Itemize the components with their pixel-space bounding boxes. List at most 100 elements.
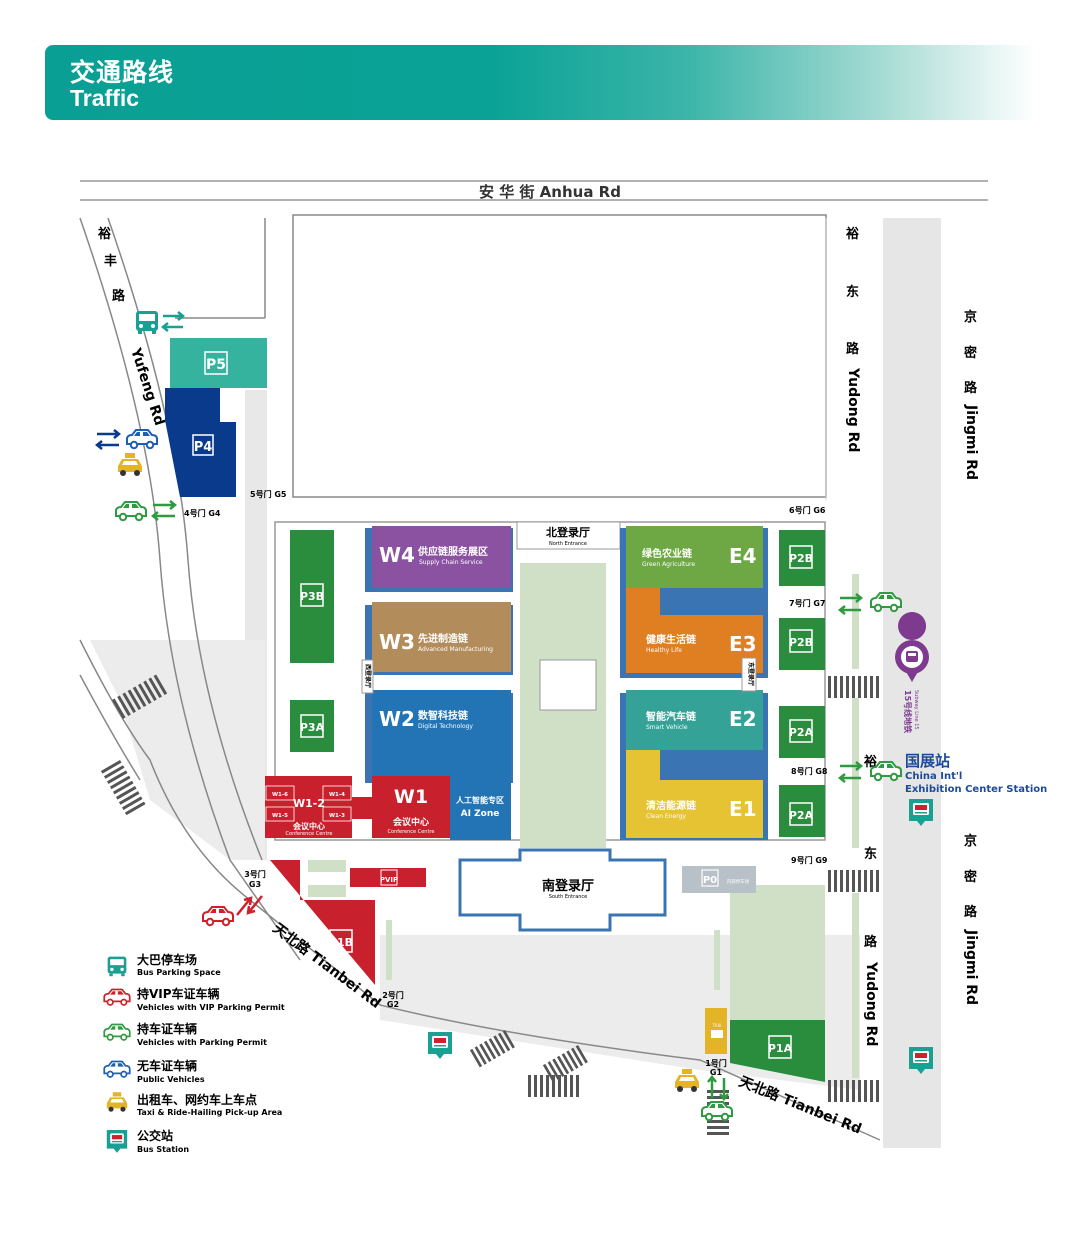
hall-w4 (372, 526, 511, 588)
east-entrance (741, 657, 757, 692)
legend-car-red-icon (103, 988, 131, 1006)
w4-cn: 供应链服务展区 (417, 545, 488, 558)
parking-p3b (290, 530, 334, 663)
hall-e4 (626, 526, 763, 588)
station-name-cn: 国展站 (905, 752, 950, 770)
yufeng-en: Yufeng Rd (127, 345, 167, 427)
parking-pvip (350, 868, 426, 887)
bus-station-south (428, 1032, 452, 1059)
e3-code: E3 (729, 632, 757, 656)
e1-cn: 清洁能源链 (646, 799, 697, 812)
east-entrance-cn: 东登录厅 (747, 662, 755, 686)
crosswalk-west-2 (100, 760, 146, 816)
parking-p2b-north (779, 530, 825, 586)
banner-title-en: Traffic (70, 85, 140, 111)
crosswalk-g9 (828, 870, 879, 892)
p2b-label-1: P2B (789, 552, 813, 565)
gate-g1-en: G1 (710, 1068, 723, 1077)
subway-line-label: 15号线地铁 (903, 690, 913, 733)
vip-car-icon-g3 (202, 906, 234, 927)
yufeng-cn-2: 丰 (104, 253, 117, 269)
permit-car-icon-g4 (115, 501, 147, 522)
vip-entry-g3 (202, 895, 263, 927)
legend-item-taxi: 出租车、网约车上车点 Taxi & Ride-Hailing Pick-up A… (106, 1092, 282, 1117)
banner-title-cn: 交通路线 (70, 58, 175, 87)
jingmi-cn-2: 密 (963, 345, 977, 361)
w1-code: W1 (394, 786, 428, 808)
north-entrance-en: North Entrance (549, 541, 587, 547)
e4-code: E4 (729, 544, 757, 568)
pvip-label: PVIP (380, 876, 398, 884)
permit-entry-g4 (115, 500, 178, 522)
west-plaza (90, 640, 265, 860)
w3-code: W3 (379, 630, 415, 654)
e4-cn: 绿色农业链 (642, 547, 693, 560)
gate-g9: 9号门 G9 (791, 855, 828, 865)
p1b-label: P1B (329, 936, 353, 949)
parking-p2a-south (779, 785, 825, 837)
legend-item-permit: 持车证车辆 Vehicles with Parking Permit (103, 1021, 267, 1047)
p3b-label: P3B (300, 590, 324, 603)
taxi-icon-g1 (675, 1069, 699, 1092)
w4-code: W4 (379, 543, 415, 567)
p2a-label-1: P2A (789, 726, 814, 739)
e1-en: Clean Energy (646, 813, 686, 820)
hall-e2 (626, 690, 763, 750)
legend-1-en: Vehicles with VIP Parking Permit (137, 1003, 285, 1012)
station-name-en-2: Exhibition Center Station (905, 784, 1047, 795)
yudong-cn-2: 东 (846, 284, 859, 300)
taxi-bay-icon: TAXI (711, 1023, 723, 1038)
legend-5-en: Bus Station (137, 1145, 189, 1154)
w2-cn: 数智科技链 (418, 709, 469, 722)
legend-item-public: 无车证车辆 Public Vehicles (103, 1058, 205, 1084)
legend-3-en: Public Vehicles (137, 1075, 205, 1084)
p3a-label: P3A (300, 721, 325, 734)
crosswalk-se (828, 1080, 879, 1102)
w2-en: Digital Technology (418, 723, 473, 730)
parking-p3a (290, 700, 334, 752)
legend-2-en: Vehicles with Parking Permit (137, 1038, 267, 1047)
yudong-en: Yudong Rd (845, 367, 861, 452)
bus-parking-icon (136, 311, 158, 334)
jingmi-cn-6: 路 (964, 904, 978, 920)
entry-g1 (675, 1069, 733, 1122)
hall-w2 (372, 690, 511, 782)
e2-en: Smart Vehicle (646, 724, 688, 731)
parking-p5 (170, 338, 267, 388)
legend-car-blue-icon (103, 1060, 131, 1078)
legend-bus-icon (107, 956, 127, 977)
legend-item-bus-parking: 大巴停车场 Bus Parking Space (107, 952, 221, 977)
bus-entry-arrows (136, 311, 186, 334)
legend: 大巴停车场 Bus Parking Space 持VIP车证车辆 Vehicle… (103, 952, 285, 1154)
permit-entry-g8 (837, 761, 902, 783)
legend-car-green-icon (103, 1023, 131, 1041)
legend-bus-station-icon (106, 1129, 128, 1153)
gate-g5: 5号门 G5 (250, 489, 287, 499)
hall-w1 (372, 776, 450, 838)
north-entrance (516, 521, 621, 550)
jingmi-road-strip (883, 218, 941, 1148)
e2-code: E2 (729, 707, 757, 731)
gate-g6: 6号门 G6 (789, 505, 826, 515)
p4-label: P4 (194, 440, 213, 455)
legend-0-cn: 大巴停车场 (137, 952, 197, 967)
legend-2-cn: 持车证车辆 (137, 1021, 197, 1036)
parking-p4 (165, 388, 236, 497)
legend-1-cn: 持VIP车证车辆 (137, 986, 220, 1001)
ai-zone (450, 782, 511, 840)
jingmi-cn-5: 密 (963, 869, 977, 885)
parking-p0 (682, 866, 756, 893)
south-entrance (458, 848, 667, 932)
w1-cn: 会议中心 (393, 816, 429, 828)
taxi-icon-west (118, 453, 142, 476)
gate-g1-cn: 1号门 (705, 1058, 727, 1068)
legend-item-bus-station: 公交站 Bus Station (106, 1128, 189, 1154)
yudong-cn-6: 路 (864, 934, 878, 950)
taxi-bay-text: TAXI (712, 1023, 722, 1028)
gate-g3-cn: 3号门 (244, 869, 266, 879)
parking-p2b-south (779, 618, 825, 670)
subway-line-en: Subway Line 15 (913, 690, 919, 730)
w1-2-code: W1-2 (293, 797, 325, 810)
jingmi-cn-4: 京 (964, 833, 977, 849)
